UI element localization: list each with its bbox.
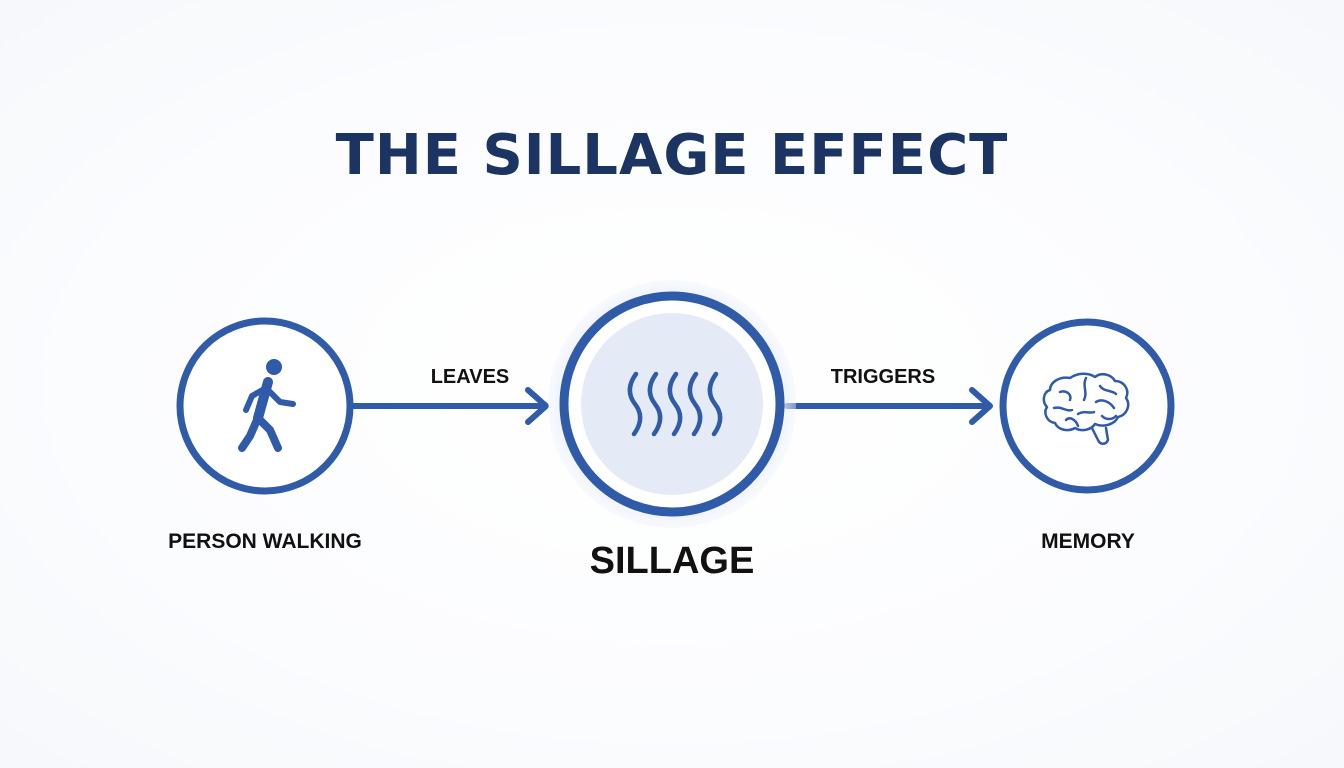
node-label-person-walking: PERSON WALKING bbox=[168, 530, 362, 553]
node-inner-fill bbox=[581, 313, 763, 495]
node-person-walking bbox=[176, 317, 354, 495]
edge-triggers bbox=[784, 387, 993, 425]
scent-waves-icon bbox=[627, 371, 723, 437]
person-walking-icon bbox=[238, 359, 296, 452]
arrowhead-icon bbox=[969, 387, 993, 425]
node-sillage bbox=[548, 280, 796, 528]
brain-icon bbox=[1042, 372, 1130, 445]
node-label-memory: MEMORY bbox=[1041, 530, 1135, 553]
node-memory bbox=[999, 318, 1175, 494]
edge-leaves bbox=[349, 387, 549, 425]
edge-label-triggers: TRIGGERS bbox=[830, 366, 936, 388]
diagram-title: THE SILLAGE EFFECT bbox=[335, 123, 1009, 188]
node-circle bbox=[999, 318, 1175, 494]
node-label-sillage: SILLAGE bbox=[589, 540, 755, 582]
edge-label-leaves: LEAVES bbox=[430, 366, 510, 388]
arrowhead-icon bbox=[525, 387, 549, 425]
